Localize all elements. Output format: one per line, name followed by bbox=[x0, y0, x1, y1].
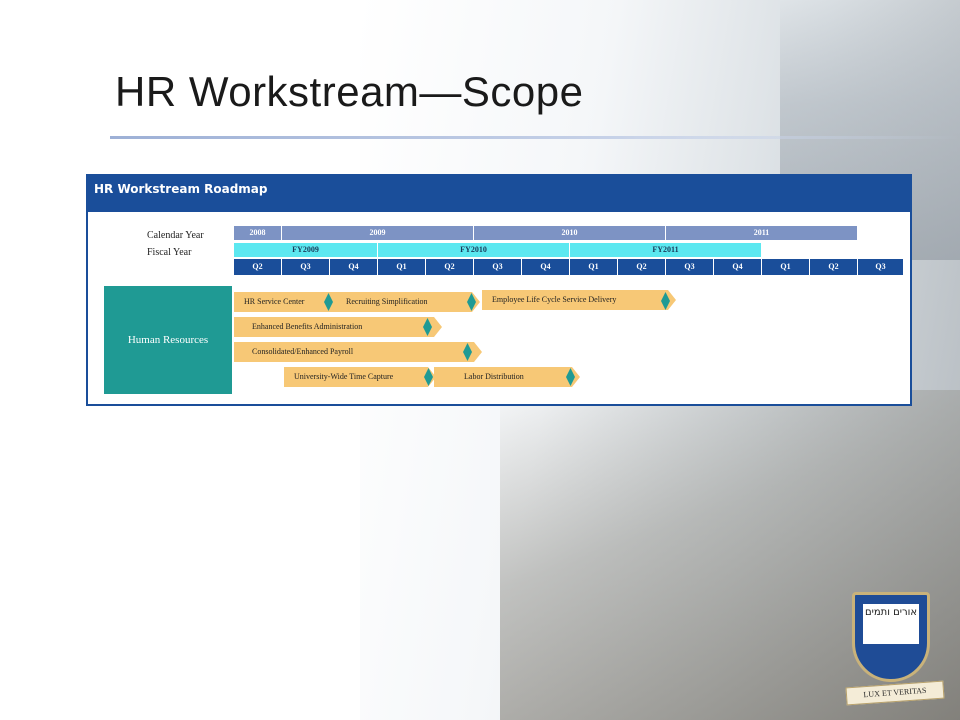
milestone-diamond-icon bbox=[566, 368, 575, 386]
milestone-diamond-icon bbox=[661, 292, 670, 310]
human-resources-label: Human Resources bbox=[104, 286, 232, 394]
crest-book: אורים ותמים bbox=[863, 604, 919, 644]
bar-time-capture: University-Wide Time Capture bbox=[284, 367, 436, 387]
milestone-diamond-icon bbox=[324, 293, 333, 311]
fiscal-year-label: Fiscal Year bbox=[147, 247, 192, 258]
fiscal-year-fy2010: FY2010 bbox=[378, 243, 570, 257]
quarter-cell: Q2 bbox=[426, 259, 474, 275]
quarter-cell: Q3 bbox=[858, 259, 904, 275]
crest-hebrew-text: אורים ותמים bbox=[864, 607, 918, 618]
quarter-cell: Q2 bbox=[810, 259, 858, 275]
bar-hr-service-center: HR Service Center bbox=[234, 292, 344, 312]
bar-employee-life-cycle: Employee Life Cycle Service Delivery bbox=[482, 290, 676, 310]
quarter-cell: Q3 bbox=[474, 259, 522, 275]
calendar-year-2008: 2008 bbox=[234, 226, 282, 240]
quarter-cell: Q3 bbox=[282, 259, 330, 275]
bar-consolidated-payroll: Consolidated/Enhanced Payroll bbox=[234, 342, 482, 362]
title-underline bbox=[110, 136, 960, 139]
quarter-cell: Q2 bbox=[234, 259, 282, 275]
bar-recruiting-simplification: Recruiting Simplification bbox=[336, 292, 480, 312]
quarter-cell: Q4 bbox=[714, 259, 762, 275]
quarter-cell: Q4 bbox=[522, 259, 570, 275]
roadmap-header: HR Workstream Roadmap bbox=[88, 176, 910, 212]
bar-labor-distribution: Labor Distribution bbox=[434, 367, 580, 387]
quarter-cell: Q1 bbox=[762, 259, 810, 275]
fiscal-year-fy2009: FY2009 bbox=[234, 243, 378, 257]
milestone-diamond-icon bbox=[423, 318, 432, 336]
quarter-cell: Q3 bbox=[666, 259, 714, 275]
quarter-cell: Q1 bbox=[378, 259, 426, 275]
milestone-diamond-icon bbox=[467, 293, 476, 311]
milestone-diamond-icon bbox=[463, 343, 472, 361]
human-resources-text: Human Resources bbox=[127, 334, 209, 346]
calendar-year-2009: 2009 bbox=[282, 226, 474, 240]
quarter-cell: Q2 bbox=[618, 259, 666, 275]
calendar-year-label: Calendar Year bbox=[147, 230, 204, 241]
calendar-year-2010: 2010 bbox=[474, 226, 666, 240]
bar-enhanced-benefits-admin: Enhanced Benefits Administration bbox=[234, 317, 442, 337]
quarter-cell: Q1 bbox=[570, 259, 618, 275]
quarter-cell: Q4 bbox=[330, 259, 378, 275]
fiscal-year-fy2011: FY2011 bbox=[570, 243, 762, 257]
calendar-year-2011: 2011 bbox=[666, 226, 858, 240]
slide-title: HR Workstream—Scope bbox=[115, 68, 584, 115]
milestone-diamond-icon bbox=[424, 368, 433, 386]
